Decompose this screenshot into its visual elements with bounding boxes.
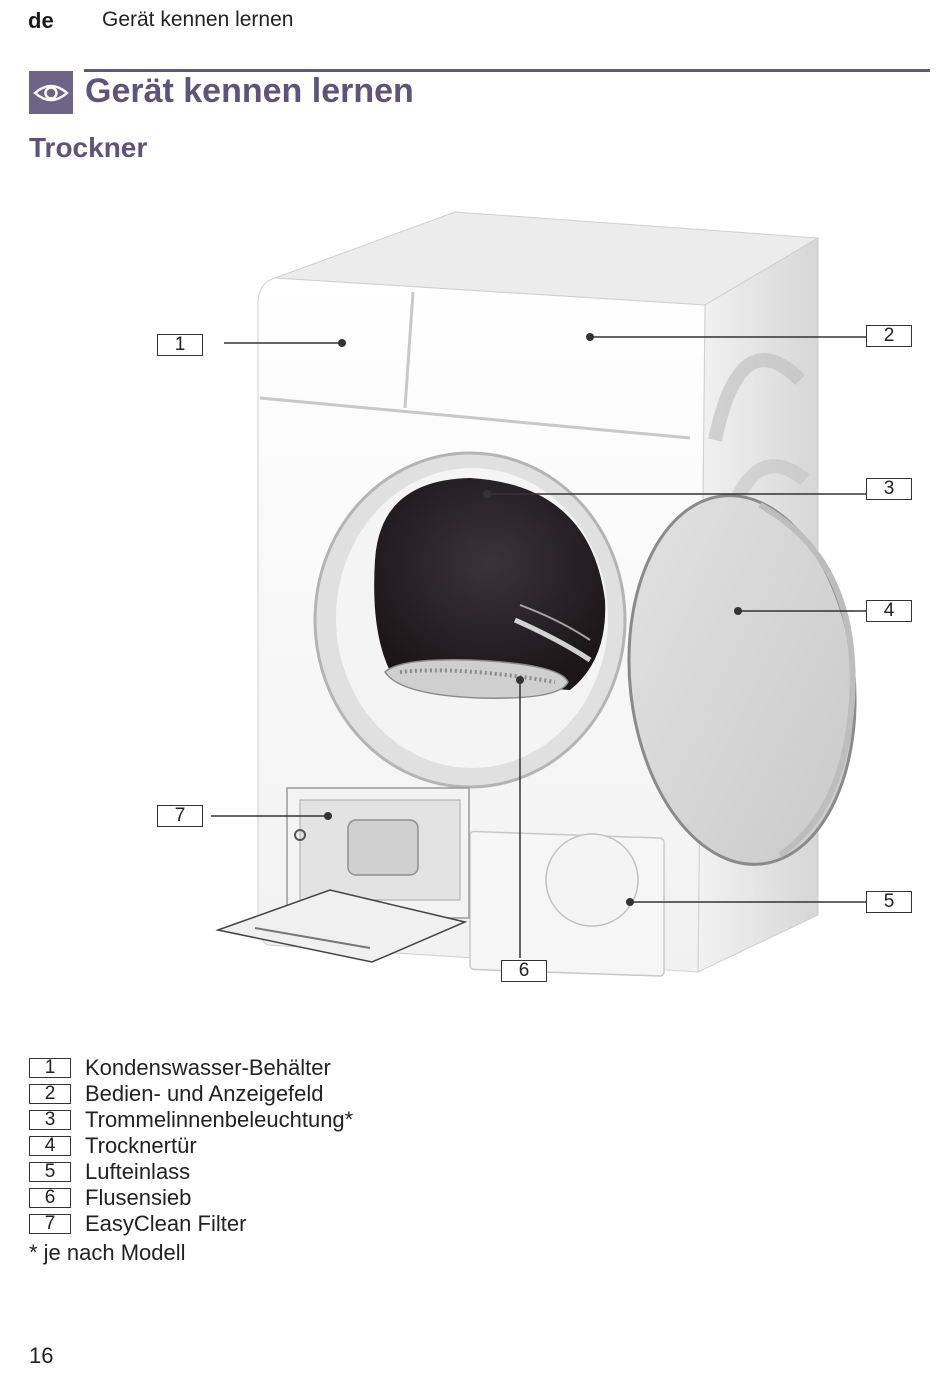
legend-number: 3 [29, 1110, 71, 1130]
header-language-code: de [28, 8, 54, 33]
legend-text: Flusensieb [85, 1185, 192, 1210]
legend-item: 3 Trommelinnenbeleuchtung* [29, 1107, 353, 1133]
legend-number: 4 [29, 1136, 71, 1156]
legend-text: Trommelinnenbeleuchtung* [85, 1107, 354, 1132]
legend-number: 5 [29, 1162, 71, 1182]
parts-legend: 1 Kondenswasser-Behälter 2 Bedien- und A… [29, 1055, 353, 1237]
legend-item: 6 Flusensieb [29, 1185, 353, 1211]
eye-icon [29, 71, 73, 114]
legend-number: 1 [29, 1058, 71, 1078]
callout-2: 2 [866, 325, 912, 347]
callout-4: 4 [866, 600, 912, 622]
legend-text: Trocknertür [85, 1133, 197, 1158]
page-number: 16 [29, 1343, 54, 1368]
callout-1: 1 [157, 334, 203, 356]
legend-text: Lufteinlass [85, 1159, 191, 1184]
section-title: Gerät kennen lernen [85, 72, 414, 110]
legend-item: 2 Bedien- und Anzeigefeld [29, 1081, 353, 1107]
legend-number: 7 [29, 1214, 71, 1234]
legend-text: Bedien- und Anzeigefeld [85, 1081, 324, 1106]
legend-text: EasyClean Filter [85, 1211, 247, 1236]
footnote: * je nach Modell [29, 1240, 186, 1265]
legend-item: 5 Lufteinlass [29, 1159, 353, 1185]
callout-3: 3 [866, 478, 912, 500]
callout-6: 6 [501, 960, 547, 982]
section-divider [84, 69, 930, 72]
legend-number: 6 [29, 1188, 71, 1208]
dryer-illustration: 1 2 3 4 5 6 7 [0, 180, 950, 1010]
callout-7: 7 [157, 805, 203, 827]
legend-number: 2 [29, 1084, 71, 1104]
legend-item: 1 Kondenswasser-Behälter [29, 1055, 353, 1081]
legend-item: 4 Trocknertür [29, 1133, 353, 1159]
legend-item: 7 EasyClean Filter [29, 1211, 353, 1237]
callout-5: 5 [866, 891, 912, 913]
subsection-title: Trockner [29, 132, 148, 163]
legend-text: Kondenswasser-Behälter [85, 1055, 331, 1080]
header-title: Gerät kennen lernen [102, 8, 294, 31]
